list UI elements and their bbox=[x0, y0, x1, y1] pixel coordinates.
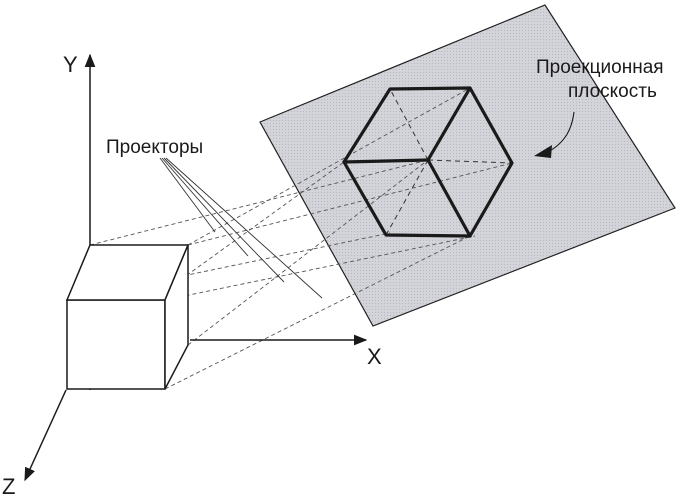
projector-line bbox=[187, 87, 471, 246]
x-axis-label: X bbox=[367, 344, 382, 369]
y-axis-label: Y bbox=[63, 52, 78, 77]
visible-edges bbox=[342, 86, 472, 238]
projectors-label: Проекторы bbox=[106, 137, 203, 158]
plane-label-line1: Проекционная bbox=[536, 57, 664, 78]
projector-line bbox=[164, 235, 471, 390]
projector-line bbox=[164, 235, 476, 301]
cube-front-face bbox=[66, 299, 166, 390]
z-axis bbox=[24, 389, 67, 482]
plane-pointer bbox=[534, 111, 575, 158]
cube-object bbox=[65, 244, 190, 390]
projector-line bbox=[66, 232, 391, 301]
cube-projection bbox=[342, 86, 514, 238]
projection-plane bbox=[259, 4, 676, 327]
plane-label-line2: плоскость bbox=[568, 81, 657, 102]
projector-line bbox=[89, 159, 429, 246]
z-axis-label: Z bbox=[2, 474, 15, 499]
hidden-edges bbox=[385, 88, 513, 236]
projector-line bbox=[187, 159, 429, 346]
cube-side-face bbox=[164, 244, 189, 390]
projectors-leaders bbox=[159, 157, 323, 299]
